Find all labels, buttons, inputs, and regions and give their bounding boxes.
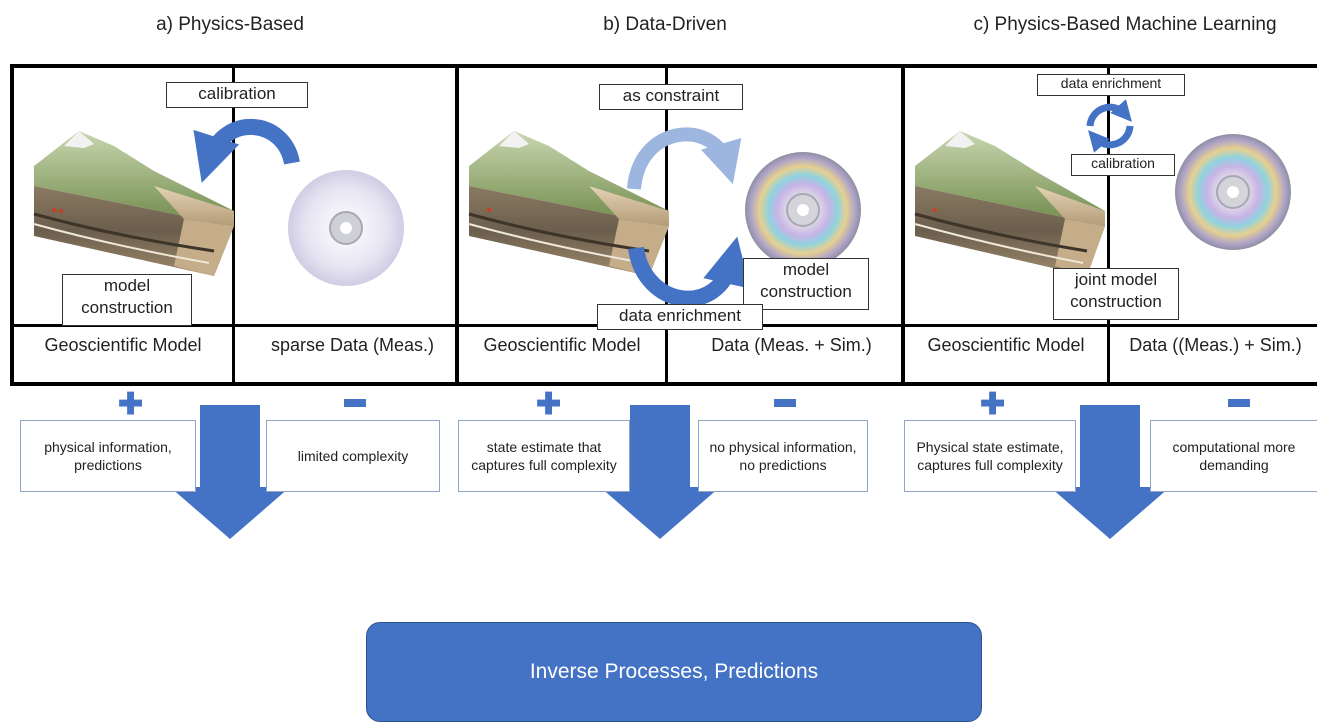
minus-icon xyxy=(774,399,796,407)
plus-icon: ✚ xyxy=(536,388,562,421)
down-arrow-icon xyxy=(1050,405,1170,539)
panel-b-label-model-construction: model construction xyxy=(743,258,869,310)
panel-c-footer-divider xyxy=(905,324,1317,327)
panel-c-right-footer: Data ((Meas.) + Sim.) xyxy=(1129,335,1302,355)
curved-arrow-icon xyxy=(627,127,742,190)
geology-block-icon xyxy=(33,131,234,276)
panel-a-plus-note: physical information, predictions xyxy=(20,420,196,492)
geology-block-icon xyxy=(914,131,1105,276)
curved-arrow-icon xyxy=(1086,99,1134,153)
panel-b-minus-note: no physical information, no predictions xyxy=(698,420,868,492)
panel-c-plus-note: Physical state estimate, captures full c… xyxy=(904,420,1076,492)
down-arrow-icon xyxy=(600,405,720,539)
result-label: Inverse Processes, Predictions xyxy=(529,660,819,683)
panel-b-plus-note: state estimate that captures full comple… xyxy=(458,420,630,492)
panel-c-minus-note: computational more demanding xyxy=(1150,420,1317,492)
panel-c-label-calibration: calibration xyxy=(1071,154,1175,176)
panel-c-title: c) Physics-Based Machine Learning xyxy=(973,14,1277,35)
down-arrow-icon xyxy=(170,405,290,539)
result-box: Inverse Processes, Predictions xyxy=(366,622,982,722)
panel-b-label-data-enrichment: data enrichment xyxy=(597,304,763,330)
panel-a-title: a) Physics-Based xyxy=(156,14,304,35)
minus-icon xyxy=(344,399,366,407)
disc-icon xyxy=(745,152,861,268)
panel-c-label-data-enrichment: data enrichment xyxy=(1037,74,1185,96)
minus-icon xyxy=(1228,399,1250,407)
panel-b: as constraint model construction data en… xyxy=(455,64,919,386)
curved-arrow-icon xyxy=(628,236,751,307)
panel-c-label-joint-model-construction: joint model construction xyxy=(1053,268,1179,320)
panel-c-left-footer: Geoscientific Model xyxy=(927,335,1085,355)
geology-block-icon xyxy=(468,131,669,276)
panel-a-right-footer: sparse Data (Meas.) xyxy=(270,335,435,355)
plus-icon: ✚ xyxy=(118,388,144,421)
disc-icon xyxy=(1175,134,1291,250)
panel-a-label-calibration: calibration xyxy=(166,82,308,108)
panel-b-right-footer: Data (Meas. + Sim.) xyxy=(711,335,872,355)
panel-a: calibration model construction Geoscient… xyxy=(10,64,474,386)
curved-arrow-icon xyxy=(193,118,300,183)
panel-c: data enrichment calibration joint model … xyxy=(901,64,1317,386)
panel-b-label-as-constraint: as constraint xyxy=(599,84,743,110)
panel-a-footer-divider xyxy=(14,324,470,327)
panel-a-left-footer: Geoscientific Model xyxy=(44,335,202,355)
panel-a-label-model-construction: model construction xyxy=(62,274,192,326)
plus-icon: ✚ xyxy=(980,388,1006,421)
panel-a-minus-note: limited complexity xyxy=(266,420,440,492)
panel-b-title: b) Data-Driven xyxy=(603,14,727,35)
disc-icon xyxy=(288,170,404,286)
panel-b-left-footer: Geoscientific Model xyxy=(483,335,641,355)
panel-c-divider xyxy=(1107,68,1110,382)
